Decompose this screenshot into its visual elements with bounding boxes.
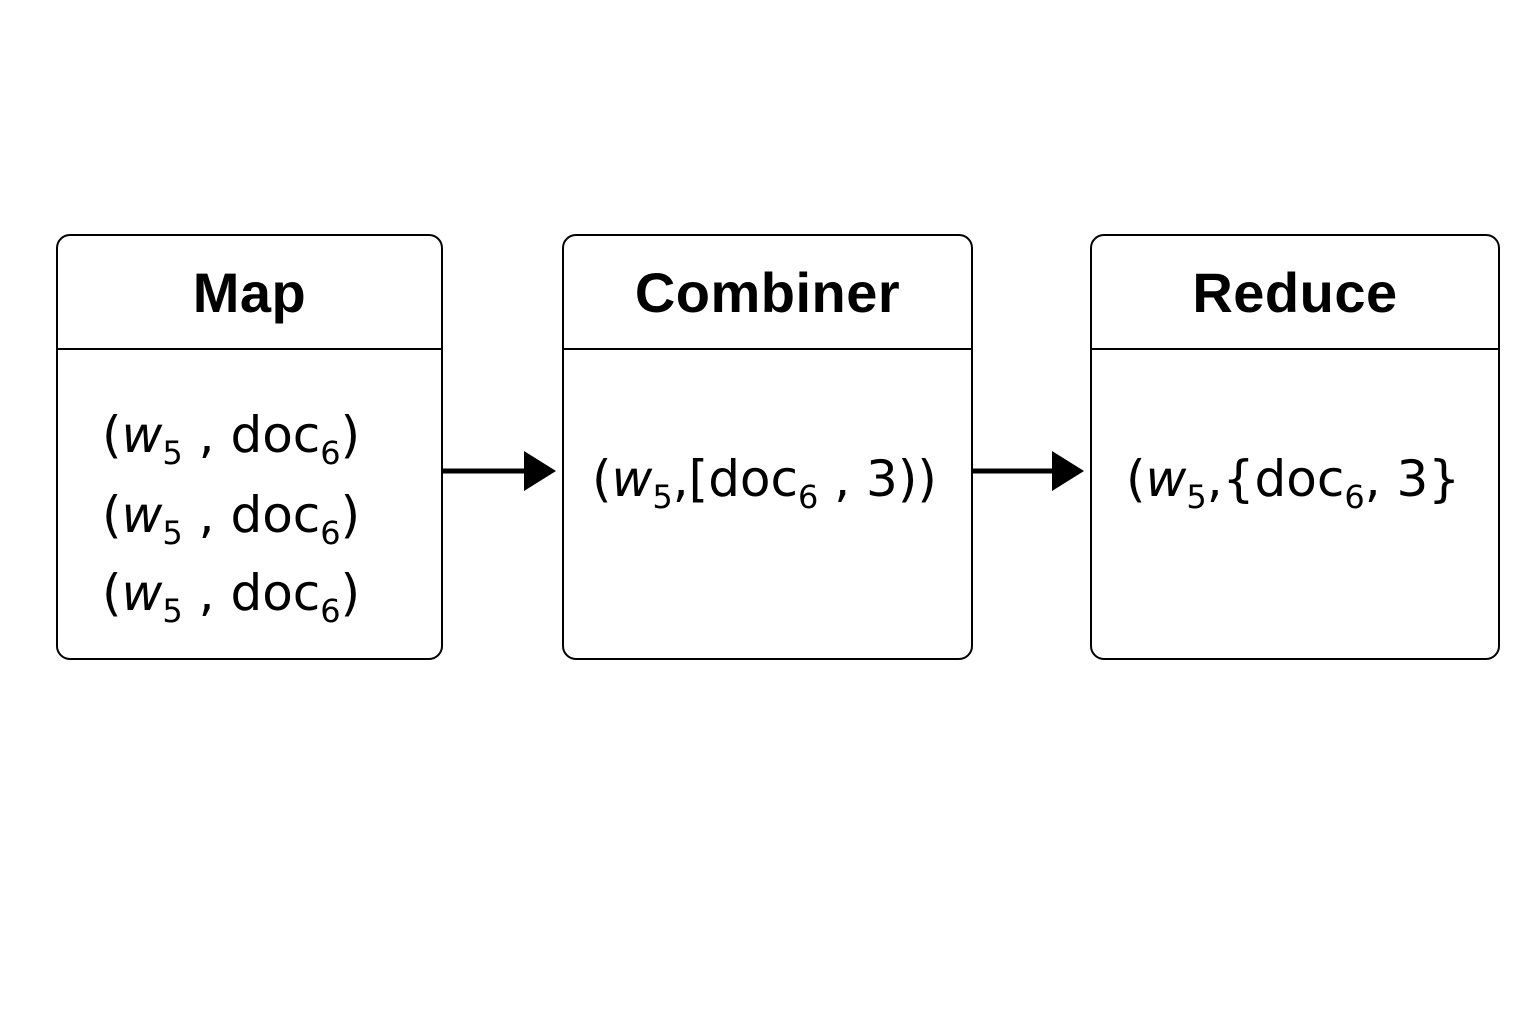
map-output-pair: (w5 , doc6) — [102, 406, 361, 472]
combiner-to-reduce-arrow — [973, 451, 1084, 491]
map-stage-header: Map — [58, 236, 441, 350]
reduce-stage-body: (w5,{doc6, 3} — [1092, 350, 1498, 658]
map-output-pair: (w5 , doc6) — [102, 486, 361, 552]
reduce-output-tuple: (w5,{doc6, 3} — [1126, 450, 1461, 516]
reduce-stage-header: Reduce — [1092, 236, 1498, 350]
map-to-combiner-arrow — [443, 451, 556, 491]
combiner-stage-body: (w5,[doc6 , 3)) — [564, 350, 971, 658]
combiner-stage-box: Combiner (w5,[doc6 , 3)) — [562, 234, 973, 660]
combiner-stage-title: Combiner — [634, 260, 901, 324]
combiner-stage-header: Combiner — [564, 236, 971, 350]
combiner-output-tuple: (w5,[doc6 , 3)) — [592, 450, 937, 516]
reduce-stage-title: Reduce — [1192, 260, 1398, 324]
reduce-stage-box: Reduce (w5,{doc6, 3} — [1090, 234, 1500, 660]
map-stage-title: Map — [192, 260, 307, 324]
map-stage-box: Map (w5 , doc6) (w5 , doc6) (w5 , doc6) — [56, 234, 443, 660]
map-stage-body: (w5 , doc6) (w5 , doc6) (w5 , doc6) — [58, 350, 441, 658]
map-output-pair: (w5 , doc6) — [102, 564, 361, 630]
